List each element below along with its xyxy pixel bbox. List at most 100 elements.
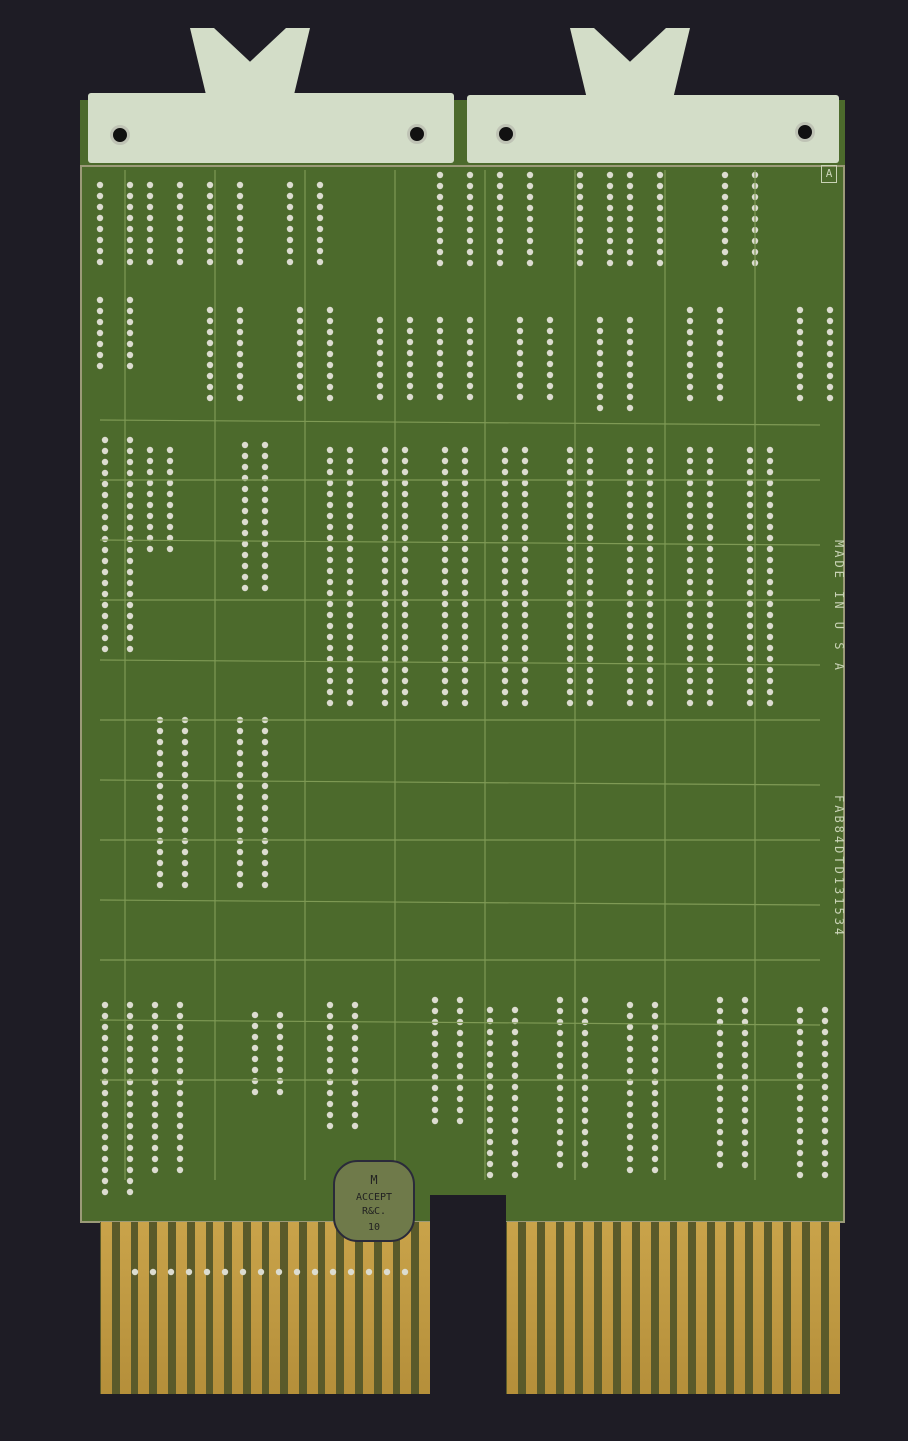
solder-pad — [586, 699, 594, 707]
solder-pad — [236, 339, 244, 347]
solder-pad — [466, 171, 474, 179]
solder-pad — [586, 655, 594, 663]
solder-pad — [181, 870, 189, 878]
solder-pad — [461, 633, 469, 641]
solder-pad — [101, 480, 109, 488]
solder-pad — [501, 589, 509, 597]
solder-pad — [576, 193, 584, 201]
solder-pad — [236, 760, 244, 768]
solder-pad — [441, 446, 449, 454]
solder-pad — [606, 248, 614, 256]
solder-pad — [706, 468, 714, 476]
solder-pad — [626, 1144, 634, 1152]
solder-pad — [556, 1117, 564, 1125]
solder-pad — [586, 534, 594, 542]
solder-pad — [181, 771, 189, 779]
solder-pad — [96, 181, 104, 189]
solder-pad — [511, 1149, 519, 1157]
solder-pad — [126, 1067, 134, 1075]
solder-pad — [586, 666, 594, 674]
solder-pad — [206, 361, 214, 369]
solder-pad — [516, 327, 524, 335]
solder-pad — [206, 214, 214, 222]
solder-pad — [261, 551, 269, 559]
solder-pad — [746, 644, 754, 652]
solder-pad — [501, 688, 509, 696]
solder-pad — [766, 644, 774, 652]
solder-pad — [241, 562, 249, 570]
solder-pad — [261, 529, 269, 537]
solder-pad — [716, 1007, 724, 1015]
solder-pad — [626, 1100, 634, 1108]
solder-pad — [796, 1006, 804, 1014]
solder-pad — [796, 1039, 804, 1047]
solder-pad — [646, 677, 654, 685]
solder-pad — [556, 1029, 564, 1037]
solder-pad — [511, 1006, 519, 1014]
solder-pad — [766, 699, 774, 707]
solder-pad — [126, 225, 134, 233]
solder-pad — [441, 611, 449, 619]
solder-pad — [606, 182, 614, 190]
solder-pad — [126, 1111, 134, 1119]
solder-pad — [746, 457, 754, 465]
solder-pad — [586, 512, 594, 520]
solder-pad — [406, 371, 414, 379]
solder-pad — [456, 1062, 464, 1070]
solder-pad — [326, 339, 334, 347]
solder-pad — [686, 394, 694, 402]
solder-pad — [126, 1155, 134, 1163]
solder-pad — [501, 523, 509, 531]
solder-pad — [521, 523, 529, 531]
solder-pad — [686, 339, 694, 347]
solder-pad — [456, 1084, 464, 1092]
solder-pad — [746, 534, 754, 542]
solder-pad — [261, 441, 269, 449]
solder-pad — [686, 633, 694, 641]
solder-pad — [466, 393, 474, 401]
solder-pad — [316, 225, 324, 233]
solder-pad — [586, 523, 594, 531]
solder-pad — [126, 340, 134, 348]
solder-pad — [721, 171, 729, 179]
solder-pad — [236, 881, 244, 889]
gold-finger — [419, 1222, 430, 1394]
solder-pad — [126, 458, 134, 466]
solder-pad — [526, 182, 534, 190]
solder-pad — [236, 192, 244, 200]
solder-pad — [286, 247, 294, 255]
solder-pad — [401, 699, 409, 707]
solder-pad — [716, 1018, 724, 1026]
solder-pad — [721, 193, 729, 201]
solder-pad — [206, 350, 214, 358]
solder-pad — [101, 1111, 109, 1119]
solder-pad — [126, 535, 134, 543]
solder-pad — [521, 699, 529, 707]
solder-pad — [581, 1062, 589, 1070]
solder-pad — [516, 382, 524, 390]
solder-pad — [261, 749, 269, 757]
solder-pad — [176, 1122, 184, 1130]
solder-pad — [146, 512, 154, 520]
solder-pad — [101, 634, 109, 642]
solder-pad — [261, 837, 269, 845]
solder-pad — [741, 1051, 749, 1059]
solder-pad — [236, 236, 244, 244]
solder-pad — [646, 600, 654, 608]
solder-pad — [556, 1073, 564, 1081]
solder-pad — [261, 782, 269, 790]
solder-pad — [466, 248, 474, 256]
solder-pad — [346, 589, 354, 597]
solder-pad — [236, 350, 244, 358]
solder-pad — [686, 328, 694, 336]
solder-pad — [796, 361, 804, 369]
solder-pad — [766, 622, 774, 630]
solder-pad — [346, 468, 354, 476]
solder-pad — [351, 1045, 359, 1053]
solder-pad — [251, 1077, 259, 1085]
solder-pad — [176, 1155, 184, 1163]
solder-pad — [436, 193, 444, 201]
solder-pad — [716, 996, 724, 1004]
solder-pad — [146, 203, 154, 211]
solder-pad — [166, 523, 174, 531]
